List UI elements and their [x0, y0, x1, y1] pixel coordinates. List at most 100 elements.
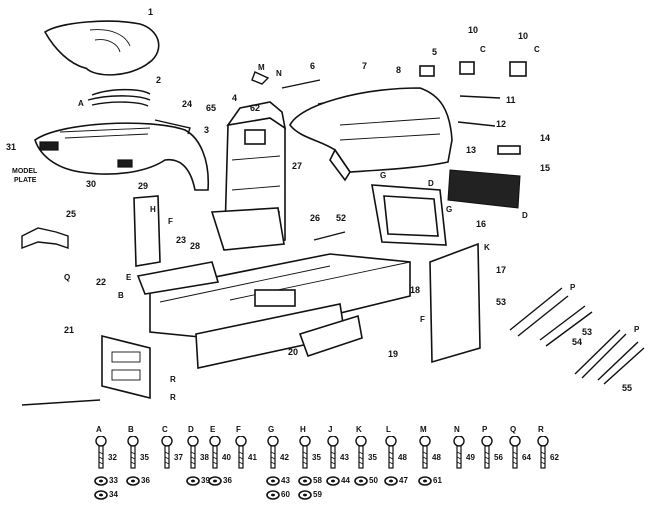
letter-d-b: D	[522, 211, 528, 220]
strip-12	[457, 121, 496, 127]
callout-29: 29	[138, 181, 149, 191]
washer-icon	[94, 476, 108, 486]
washer-icon	[384, 476, 398, 486]
rear-plate	[101, 334, 151, 400]
hardware-bolt-number: 38	[200, 453, 209, 462]
hardware-letter: B	[128, 425, 134, 434]
callout-3: 3	[204, 125, 210, 135]
letter-f-b: F	[420, 315, 425, 324]
hardware-letter: G	[268, 425, 275, 434]
hardware-part2-number: 36	[141, 476, 150, 485]
callout-53a: 53	[496, 297, 507, 307]
hardware-letter: J	[328, 425, 333, 434]
callout-26: 26	[310, 213, 321, 223]
nut-icon	[94, 490, 108, 500]
bolt-icon	[327, 436, 339, 469]
hardware-bolt-number: 49	[466, 453, 475, 462]
strip-24	[154, 119, 191, 135]
hardware-letter: E	[210, 425, 216, 434]
hardware-part2-number: 50	[369, 476, 378, 485]
letter-m-top: M	[258, 63, 265, 72]
hardware-item: N 49	[452, 426, 482, 506]
hardware-part2-number: 39	[201, 476, 210, 485]
letter-g-b: G	[446, 205, 453, 214]
callout-65: 65	[206, 103, 217, 113]
hardware-bolt-number: 56	[494, 453, 503, 462]
washer-icon	[298, 476, 312, 486]
letter-h: H	[150, 205, 156, 214]
letter-r-b: R	[170, 393, 176, 402]
hardware-letter: N	[454, 425, 460, 434]
callout-24: 24	[182, 99, 193, 109]
rear-fender	[34, 122, 210, 191]
washer-icon	[186, 476, 200, 486]
callout-4-tower: 4	[232, 93, 238, 103]
hardware-letter: F	[236, 425, 241, 434]
callout-13: 13	[466, 145, 477, 155]
hardware-bolt-number: 48	[398, 453, 407, 462]
callout-52: 52	[336, 213, 347, 223]
divider-line	[21, 399, 101, 406]
bracket-5	[251, 71, 270, 85]
emblem-8	[419, 65, 435, 77]
hardware-item: D 38 39	[186, 426, 216, 506]
hardware-part3-number: 60	[281, 490, 290, 499]
bolt-icon	[537, 436, 549, 469]
bolt-icon	[187, 436, 199, 469]
hardware-letter: Q	[510, 425, 517, 434]
bolt-icon	[453, 436, 465, 469]
main-frame	[149, 253, 411, 341]
callout-22: 22	[96, 277, 107, 287]
hardware-letter: K	[356, 425, 362, 434]
hardware-bolt-number: 62	[550, 453, 559, 462]
hardware-bolt-number: 37	[174, 453, 183, 462]
callout-23: 23	[176, 235, 187, 245]
letter-g-a: G	[380, 171, 387, 180]
letter-q: Q	[64, 273, 71, 282]
letter-c-b: C	[534, 45, 540, 54]
bolt-icon	[127, 436, 139, 469]
washer-icon	[354, 476, 368, 486]
bolt-icon	[355, 436, 367, 469]
letter-r-a: R	[170, 375, 176, 384]
callout-11: 11	[506, 95, 516, 105]
callout-18: 18	[410, 285, 421, 295]
callout-17: 17	[496, 265, 507, 275]
callout-8: 8	[396, 65, 402, 75]
hood	[289, 87, 453, 182]
letter-f: F	[168, 217, 173, 226]
callout-12: 12	[496, 119, 507, 129]
strip-11	[459, 95, 501, 99]
nut-icon	[298, 490, 312, 500]
callout-10a: 10	[468, 25, 479, 35]
callout-10b: 10	[518, 31, 529, 41]
hardware-letter: D	[188, 425, 194, 434]
callout-25: 25	[66, 209, 77, 219]
hardware-letter: M	[420, 425, 427, 434]
bolt-icon	[481, 436, 493, 469]
bolt-icon	[385, 436, 397, 469]
nut-icon	[266, 490, 280, 500]
bolt-icon	[509, 436, 521, 469]
hardware-part2-number: 43	[281, 476, 290, 485]
callout-2: 2	[156, 75, 162, 85]
hardware-part3-number: 59	[313, 490, 322, 499]
bracket-25	[21, 227, 69, 250]
bracket-10b	[509, 61, 527, 77]
callout-27: 27	[292, 161, 303, 171]
callout-16: 16	[476, 219, 487, 229]
letter-e: E	[126, 273, 132, 282]
axle-set	[509, 287, 645, 385]
bracket-10	[459, 61, 475, 75]
hardware-part2-number: 61	[433, 476, 442, 485]
letter-c-a: C	[480, 45, 486, 54]
